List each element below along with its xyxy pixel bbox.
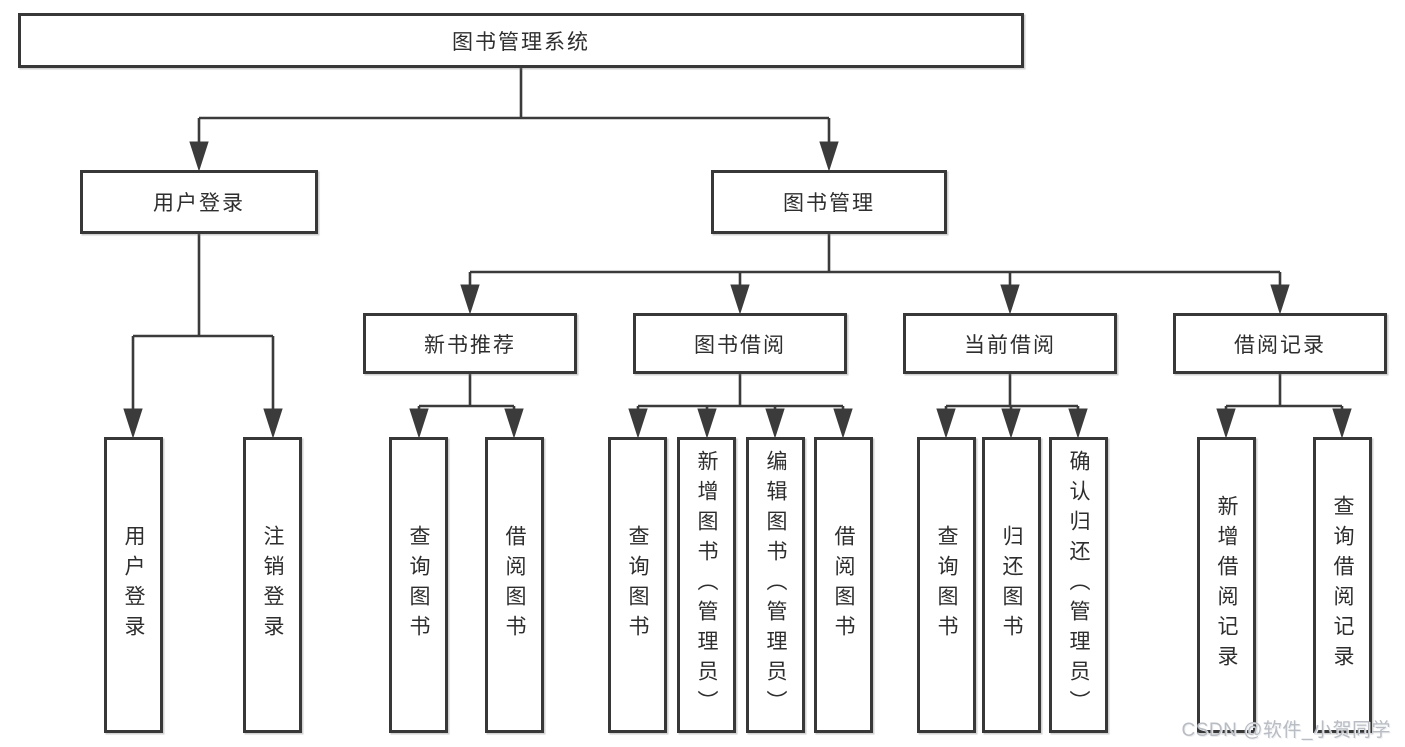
node-label: 当前借阅 (964, 333, 1056, 357)
connector-user-login-children (123, 234, 283, 439)
node-label: 用户登录 (122, 525, 145, 645)
node-label: 查询图书 (407, 525, 430, 645)
node-label: 新增借阅记录 (1215, 495, 1238, 675)
down-arrowhead (730, 284, 750, 315)
node-label: 查询借阅记录 (1331, 495, 1354, 675)
node-label: 图书管理 (783, 192, 875, 215)
node-label: 编辑图书（管理员） (764, 450, 787, 720)
node-label: 查询图书 (626, 525, 649, 645)
node-label: 用户登录 (153, 192, 245, 215)
leaf-borrow-books: 借阅图书 (814, 437, 873, 733)
down-arrowhead (460, 284, 480, 315)
node-label: 借阅图书 (832, 525, 855, 645)
leaf-query-books-borrow: 查询图书 (608, 437, 667, 733)
node-user-login: 用户登录 (80, 170, 318, 234)
down-arrowhead (1216, 408, 1236, 439)
leaf-edit-books-admin: 编辑图书（管理员） (746, 437, 805, 733)
leaf-query-books-current: 查询图书 (917, 437, 976, 733)
connector-new-book-recommend-children (409, 374, 524, 439)
leaf-return-books: 归还图书 (982, 437, 1041, 733)
connector-book-management-children (460, 234, 1290, 315)
down-arrowhead (1068, 408, 1088, 439)
down-arrowhead (765, 408, 785, 439)
node-label: 图书管理系统 (452, 30, 590, 54)
connector-book-borrow-children (628, 374, 853, 439)
connector-current-borrow-children (936, 374, 1088, 439)
node-new-book-recommend: 新书推荐 (363, 313, 577, 374)
node-label: 借阅记录 (1234, 333, 1326, 357)
down-arrowhead (1270, 284, 1290, 315)
node-library-management-system: 图书管理系统 (18, 13, 1024, 68)
leaf-query-borrow-record: 查询借阅记录 (1313, 437, 1372, 733)
node-label: 注销登录 (261, 525, 284, 645)
down-arrowhead (263, 408, 283, 439)
connector-borrow-records-children (1216, 374, 1352, 439)
down-arrowhead (936, 408, 956, 439)
leaf-user-login: 用户登录 (104, 437, 163, 733)
down-arrowhead (697, 408, 717, 439)
node-label: 图书借阅 (694, 333, 786, 357)
down-arrowhead (833, 408, 853, 439)
down-arrowhead (189, 141, 209, 172)
down-arrowhead (1000, 284, 1020, 315)
down-arrowhead (123, 408, 143, 439)
leaf-confirm-return-admin: 确认归还（管理员） (1049, 437, 1108, 733)
node-label: 归还图书 (1000, 525, 1023, 645)
node-label: 新书推荐 (424, 333, 516, 357)
down-arrowhead (1332, 408, 1352, 439)
down-arrowhead (628, 408, 648, 439)
connector-root-to-level2 (189, 68, 839, 172)
leaf-add-borrow-record: 新增借阅记录 (1197, 437, 1256, 733)
leaf-logout: 注销登录 (243, 437, 302, 733)
node-borrow-records: 借阅记录 (1173, 313, 1387, 374)
down-arrowhead (819, 141, 839, 172)
node-label: 新增图书（管理员） (695, 450, 718, 720)
leaf-borrow-books-recommend: 借阅图书 (485, 437, 544, 733)
down-arrowhead (409, 408, 429, 439)
leaf-query-books-recommend: 查询图书 (389, 437, 448, 733)
node-book-borrow: 图书借阅 (633, 313, 847, 374)
leaf-add-books-admin: 新增图书（管理员） (677, 437, 736, 733)
down-arrowhead (1001, 408, 1021, 439)
node-label: 查询图书 (935, 525, 958, 645)
node-current-borrow: 当前借阅 (903, 313, 1117, 374)
node-label: 借阅图书 (503, 525, 526, 645)
node-book-management: 图书管理 (711, 170, 947, 234)
down-arrowhead (504, 408, 524, 439)
csdn-watermark: CSDN @软件_小贺同学 (1181, 720, 1391, 741)
node-label: 确认归还（管理员） (1067, 450, 1090, 720)
